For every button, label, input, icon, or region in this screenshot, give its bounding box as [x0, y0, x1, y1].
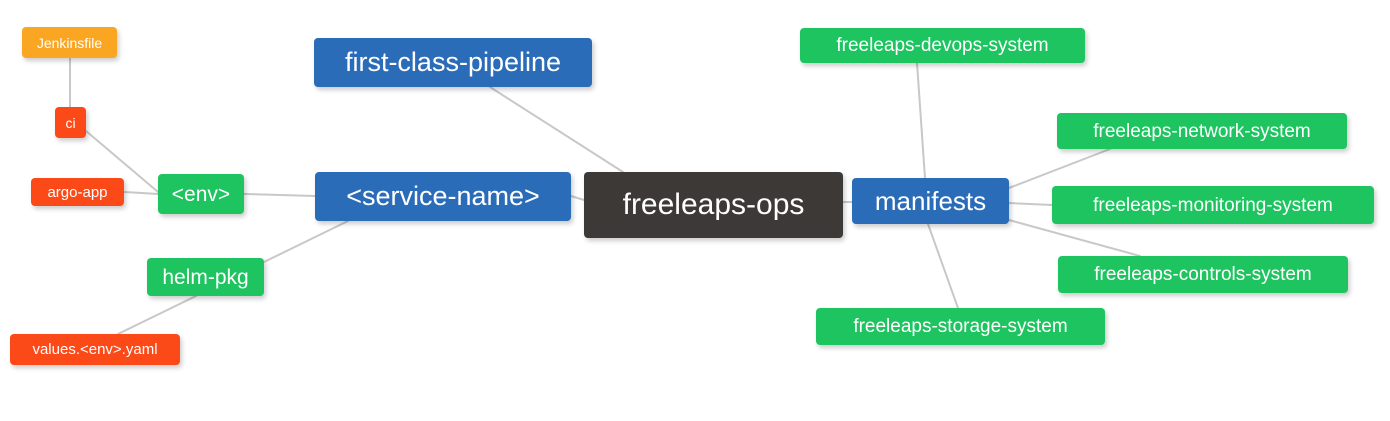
mindmap-node-service-name[interactable]: <service-name> [315, 172, 571, 221]
mindmap-node-label: ci [65, 114, 76, 131]
mindmap-node-first-class-pipeline[interactable]: first-class-pipeline [314, 38, 592, 87]
mindmap-node-label: freeleaps-network-system [1093, 120, 1311, 142]
mindmap-node-helm-pkg[interactable]: helm-pkg [147, 258, 264, 296]
mindmap-node-label: <service-name> [346, 181, 540, 211]
mindmap-node-label: argo-app [47, 183, 108, 201]
mindmap-node-label: <env> [171, 182, 231, 206]
mindmap-node-jenkinsfile[interactable]: Jenkinsfile [22, 27, 117, 58]
mindmap-node-label: freeleaps-devops-system [836, 35, 1049, 56]
mindmap-edge-argo-app-to-env [123, 191, 159, 195]
mindmap-node-freeleaps-devops-system[interactable]: freeleaps-devops-system [800, 28, 1085, 63]
mindmap-edge-helm-pkg-to-service-name [263, 220, 349, 263]
mindmap-node-ci[interactable]: ci [55, 107, 86, 138]
mindmap-node-values-env-yaml[interactable]: values.<env>.yaml [10, 334, 180, 365]
mindmap-node-argo-app[interactable]: argo-app [31, 178, 124, 206]
mindmap-node-label: freeleaps-storage-system [853, 316, 1068, 337]
mindmap-node-freeleaps-network-system[interactable]: freeleaps-network-system [1057, 113, 1347, 149]
mindmap-edge-manifests-to-freeleaps-controls-system [1008, 219, 1141, 257]
mindmap-edge-values-env-yaml-to-helm-pkg [117, 295, 197, 335]
mindmap-node-label: freeleaps-ops [622, 188, 805, 221]
mindmap-edge-manifests-to-freeleaps-monitoring-system [1008, 202, 1053, 206]
mindmap-edge-first-class-pipeline-to-freeleaps-ops [489, 86, 624, 173]
mindmap-edge-env-to-service-name [243, 193, 316, 197]
mindmap-edge-service-name-to-freeleaps-ops [570, 195, 585, 201]
mindmap-node-label: manifests [874, 186, 987, 216]
mindmap-edge-manifests-to-freeleaps-storage-system [927, 223, 959, 309]
mindmap-node-label: Jenkinsfile [36, 34, 103, 51]
mindmap-node-env[interactable]: <env> [158, 174, 244, 214]
mindmap-edge-manifests-to-freeleaps-devops-system [916, 62, 926, 179]
mindmap-node-label: helm-pkg [162, 265, 249, 289]
mindmap-edge-manifests-to-freeleaps-network-system [1008, 148, 1111, 189]
mindmap-node-manifests[interactable]: manifests [852, 178, 1009, 224]
mindmap-node-label: values.<env>.yaml [32, 341, 158, 358]
mindmap-node-label: freeleaps-monitoring-system [1093, 194, 1333, 216]
mindmap-node-freeleaps-controls-system[interactable]: freeleaps-controls-system [1058, 256, 1348, 293]
mindmap-node-freeleaps-storage-system[interactable]: freeleaps-storage-system [816, 308, 1105, 345]
mindmap-node-freeleaps-ops[interactable]: freeleaps-ops [584, 172, 843, 238]
mindmap-node-label: freeleaps-controls-system [1094, 264, 1312, 285]
mindmap-node-freeleaps-monitoring-system[interactable]: freeleaps-monitoring-system [1052, 186, 1374, 224]
mindmap-node-label: first-class-pipeline [344, 47, 562, 77]
